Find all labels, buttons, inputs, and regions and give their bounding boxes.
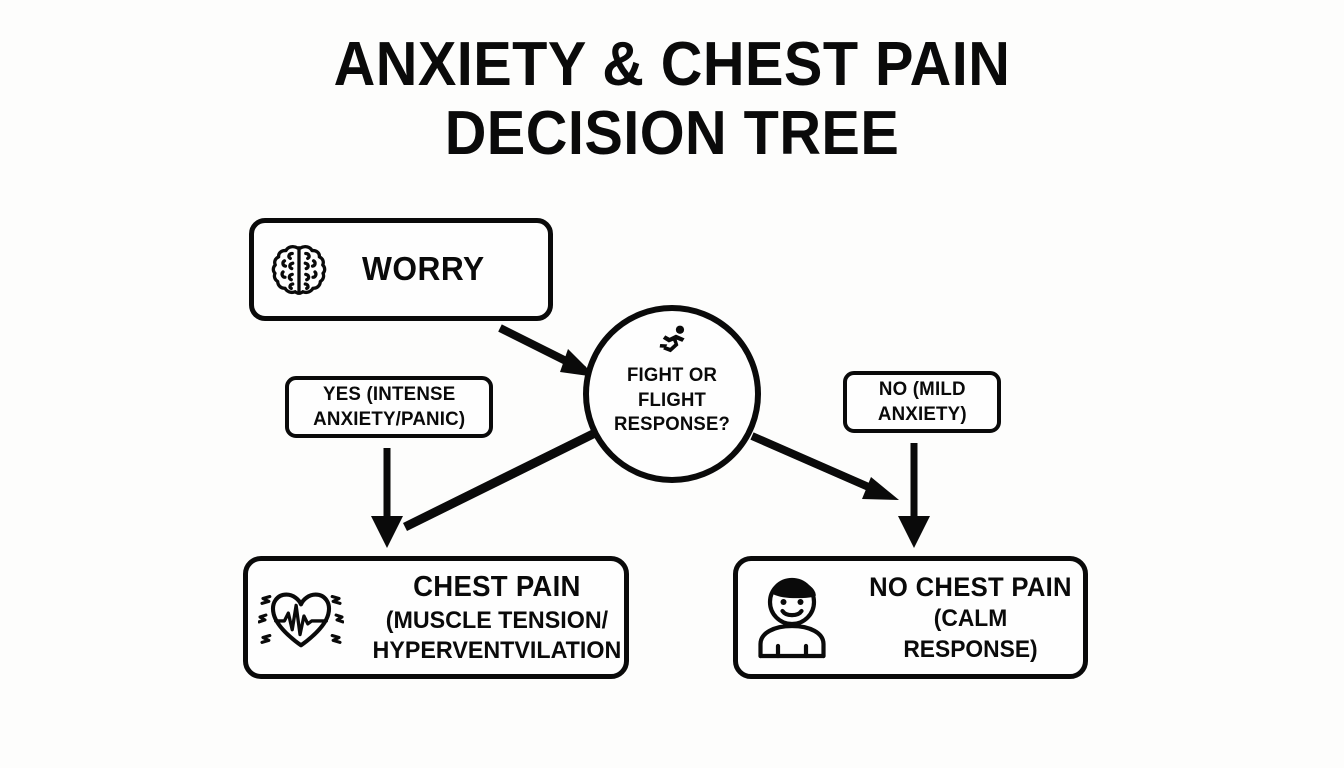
brain-icon (268, 239, 330, 301)
node-worry[interactable]: WORRY (249, 218, 553, 321)
node-no-chest-pain-label: NO CHEST PAIN (CALM RESPONSE) (864, 571, 1078, 665)
branch-label-yes-text: YES (INTENSE ANXIETY/PANIC) (313, 382, 465, 433)
calm-person-icon (752, 576, 832, 660)
yes-line-1: YES (INTENSE (322, 382, 456, 405)
chest-pain-line-1: CHEST PAIN (413, 570, 581, 603)
no-line-1: NO (MILD (878, 377, 966, 400)
yes-line-2: ANXIETY/PANIC) (312, 408, 466, 430)
node-chest-pain[interactable]: CHEST PAIN (MUSCLE TENSION/ HYPERVENTVIL… (243, 556, 629, 679)
decision-line-1: FIGHT OR (626, 364, 718, 386)
branch-label-no-text: NO (MILD ANXIETY) (878, 377, 967, 428)
edge-decision-to-chest-pain (403, 429, 595, 532)
node-worry-label: WORRY (362, 250, 485, 288)
chest-pain-line-2: (MUSCLE TENSION/ (385, 606, 609, 634)
edge-worry-to-decision (498, 324, 596, 377)
edge-no-to-no-chest-pain (898, 443, 930, 548)
node-chest-pain-label: CHEST PAIN (MUSCLE TENSION/ HYPERVENTVIL… (373, 570, 622, 666)
node-decision-text: FIGHT OR FLIGHT RESPONSE? (614, 363, 730, 437)
title-line-2: DECISION TREE (444, 99, 900, 169)
no-chest-pain-line-1: NO CHEST PAIN (869, 571, 1072, 602)
decision-line-2: FLIGHT (637, 388, 707, 411)
running-person-icon (655, 325, 689, 355)
page-title: ANXIETY & CHEST PAIN DECISION TREE (47, 30, 1297, 169)
title-line-1: ANXIETY & CHEST PAIN (333, 30, 1011, 99)
edge-decision-to-no-chest-pain (750, 432, 899, 500)
chest-pain-line-3: HYPERVENTVILATION (372, 636, 622, 664)
edge-yes-to-chest-pain (371, 448, 403, 548)
no-chest-pain-line-2: (CALM RESPONSE) (903, 605, 1038, 663)
branch-label-no[interactable]: NO (MILD ANXIETY) (843, 371, 1001, 433)
node-fight-or-flight-decision[interactable]: FIGHT OR FLIGHT RESPONSE? (583, 305, 761, 483)
no-line-2: ANXIETY) (877, 403, 967, 425)
node-no-chest-pain[interactable]: NO CHEST PAIN (CALM RESPONSE) (733, 556, 1088, 679)
branch-label-yes[interactable]: YES (INTENSE ANXIETY/PANIC) (285, 376, 493, 438)
decision-line-3: RESPONSE? (614, 413, 730, 436)
heart-pain-icon (258, 579, 344, 657)
